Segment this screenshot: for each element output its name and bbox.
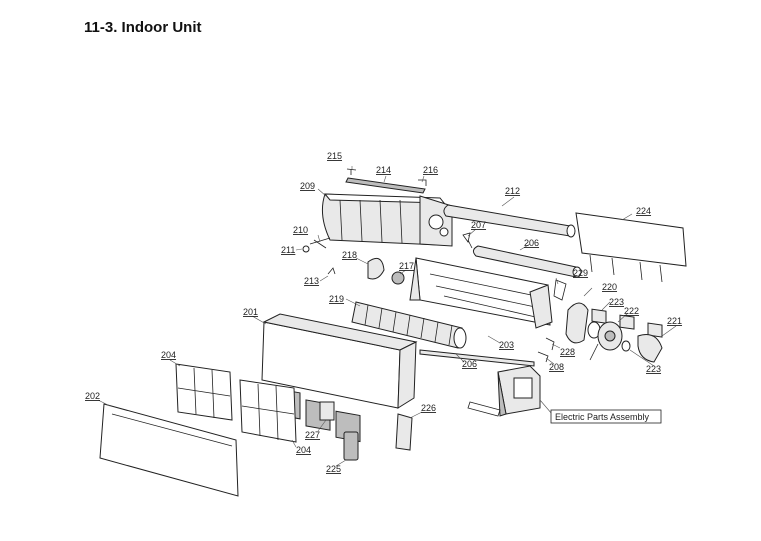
callout-201: 201 <box>243 307 258 317</box>
callout-211: 211 <box>281 245 295 255</box>
remote-holder-227 <box>319 401 335 421</box>
callout-223-upper: 223 <box>609 297 624 307</box>
callout-203: 203 <box>499 340 514 350</box>
callout-206-upper: 206 <box>524 238 539 248</box>
callout-210: 210 <box>293 225 308 235</box>
pipe-206 <box>472 245 582 278</box>
callout-223-lower: 223 <box>646 364 661 374</box>
clip-215 <box>346 168 357 175</box>
callout-204-left: 204 <box>161 350 176 360</box>
callout-218: 218 <box>342 250 357 260</box>
callout-225: 225 <box>326 464 341 474</box>
callout-219: 219 <box>329 294 344 304</box>
callout-227: 227 <box>305 430 320 440</box>
pipe-212 <box>443 204 576 238</box>
callout-217: 217 <box>399 261 414 271</box>
callout-212: 212 <box>505 186 520 196</box>
rubber-223b <box>621 340 631 352</box>
chassis-203 <box>409 257 553 329</box>
electric-parts-label: Electric Parts Assembly <box>550 409 662 424</box>
front-cover-202 <box>99 403 239 497</box>
part-228 <box>545 337 555 351</box>
part-208 <box>537 351 549 363</box>
motor-cover-220 <box>565 302 589 344</box>
part-226 <box>395 413 413 451</box>
drain-hose-206 <box>419 349 535 367</box>
callout-229: 229 <box>573 268 588 278</box>
callout-213: 213 <box>304 276 319 286</box>
callout-208: 208 <box>549 362 564 372</box>
clip-216 <box>418 179 427 186</box>
callout-226: 226 <box>421 403 436 413</box>
callout-209: 209 <box>300 181 315 191</box>
remote-control-225 <box>343 431 359 461</box>
callout-224: 224 <box>636 206 651 216</box>
motor-holder-221 <box>637 334 663 363</box>
part-210 <box>309 237 331 249</box>
page-title: 11-3. Indoor Unit <box>84 19 202 36</box>
bearing-217 <box>391 271 405 285</box>
part-211 <box>302 245 310 253</box>
callout-202: 202 <box>85 391 100 401</box>
electric-box <box>467 365 541 417</box>
bearing-holder-218 <box>367 257 385 280</box>
callout-215: 215 <box>327 151 342 161</box>
electric-parts-text: Electric Parts Assembly <box>555 412 650 422</box>
callout-222: 222 <box>624 306 639 316</box>
air-filter-right <box>239 379 297 443</box>
mounting-plate <box>575 212 687 338</box>
part-229 <box>553 279 567 301</box>
callout-228: 228 <box>560 347 575 357</box>
leader-lines <box>97 166 677 467</box>
sensor-207 <box>462 232 473 249</box>
top-strip-part <box>345 177 426 194</box>
evaporator-part <box>321 193 453 247</box>
fan-motor-222 <box>589 321 623 361</box>
callout-220: 220 <box>602 282 617 292</box>
part-213 <box>327 267 336 275</box>
callout-214: 214 <box>376 165 391 175</box>
front-frame-201 <box>261 313 418 443</box>
air-filter-left <box>175 363 233 421</box>
callout-204-right: 204 <box>296 445 311 455</box>
callout-207: 207 <box>471 220 486 230</box>
callout-206-lower: 206 <box>462 359 477 369</box>
callout-221: 221 <box>667 316 682 326</box>
callout-labels: 215 214 216 209 212 210 207 224 206 211 … <box>85 151 682 474</box>
cross-flow-fan <box>351 301 467 349</box>
callout-216: 216 <box>423 165 438 175</box>
